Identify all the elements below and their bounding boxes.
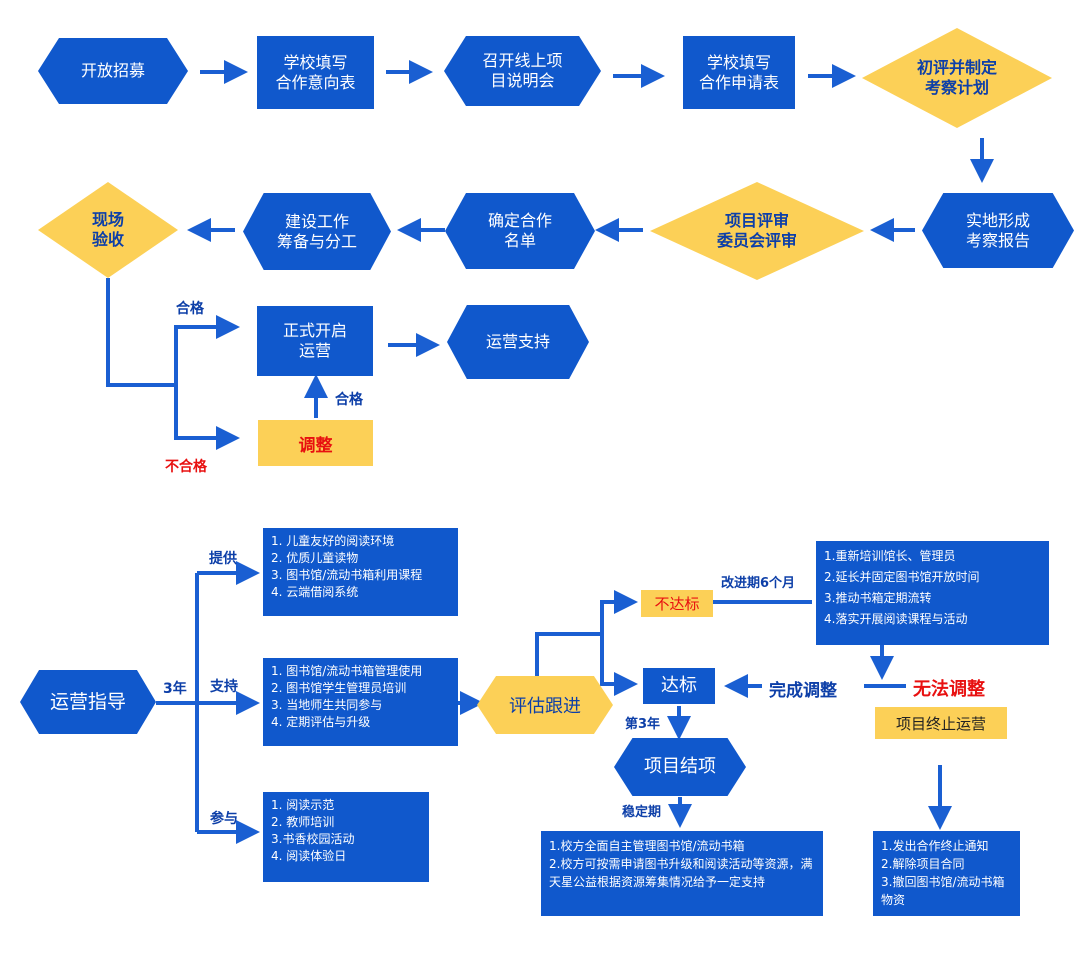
- list-item: 2.校方可按需申请图书升级和阅读活动等资源，满天星公益根据资源筹集情况给予一定支…: [549, 857, 813, 889]
- node-intent-form: 学校填写 合作意向表: [257, 36, 374, 109]
- node-ops-guidance: 运营指导: [20, 670, 156, 734]
- list-item: 1.重新培训馆长、管理员: [824, 549, 956, 563]
- arrow-to-not-met: [600, 590, 638, 634]
- node-confirm-list: 确定合作 名单: [445, 193, 595, 269]
- list-support: 1. 图书馆/流动书箱管理使用 2. 图书馆学生管理员培训 3. 当地师生共同参…: [263, 658, 458, 746]
- connector-inspect-branch: [106, 278, 176, 387]
- node-start-operation: 正式开启 运营: [257, 306, 373, 376]
- label-support: 支持: [210, 679, 238, 695]
- node-met: 达标: [643, 668, 715, 704]
- label-stable-period: 稳定期: [622, 805, 662, 820]
- node-operation-support: 运营支持: [447, 305, 589, 379]
- list-item: 2. 图书馆学生管理员培训: [271, 681, 407, 695]
- list-item: 4. 阅读体验日: [271, 849, 347, 863]
- arrow-pass-to-open: [174, 315, 240, 385]
- list-termination: 1.发出合作终止通知 2.解除项目合同 3.撤回图书馆/流动书箱物资: [873, 831, 1020, 916]
- list-item: 2. 优质儿童读物: [271, 551, 359, 565]
- label-pass-1: 合格: [176, 301, 204, 317]
- node-preparation: 建设工作 筹备与分工: [243, 193, 391, 270]
- node-not-met: 不达标: [641, 590, 713, 617]
- label-pass-2: 合格: [335, 392, 363, 408]
- label-join: 参与: [210, 811, 238, 827]
- list-item: 4.落实开展阅读课程与活动: [824, 612, 968, 626]
- list-item: 1.校方全面自主管理图书馆/流动书箱: [549, 839, 745, 853]
- list-item: 2. 教师培训: [271, 815, 335, 829]
- list-item: 4. 定期评估与升级: [271, 715, 371, 729]
- node-field-report: 实地形成 考察报告: [922, 193, 1074, 268]
- list-item: 3.书香校园活动: [271, 832, 355, 846]
- list-item: 4. 云端借阅系统: [271, 585, 359, 599]
- label-cannot-adjust: 无法调整: [913, 679, 985, 700]
- list-item: 2.延长并固定图书馆开放时间: [824, 570, 980, 584]
- list-item: 1.发出合作终止通知: [881, 839, 989, 853]
- list-provide: 1. 儿童友好的阅读环境 2. 优质儿童读物 3. 图书馆/流动书箱利用课程 4…: [263, 528, 458, 616]
- list-item: 3.推动书箱定期流转: [824, 591, 932, 605]
- arrow-fail-to-adjust: [174, 385, 240, 450]
- node-assess-followup: 评估跟进: [477, 676, 613, 734]
- node-terminate: 项目终止运营: [875, 707, 1007, 739]
- list-item: 3.撤回图书馆/流动书箱物资: [881, 875, 1005, 907]
- label-3-years: 3年: [163, 681, 187, 697]
- list-item: 2.解除项目合同: [881, 857, 965, 871]
- node-adjust: 调整: [258, 420, 373, 466]
- list-item: 1. 儿童友好的阅读环境: [271, 534, 395, 548]
- node-project-closing: 项目结项: [614, 738, 746, 796]
- label-provide: 提供: [209, 551, 237, 567]
- node-application-form: 学校填写 合作申请表: [683, 36, 795, 109]
- arrow-to-met: [600, 634, 638, 696]
- list-item: 3. 当地师生共同参与: [271, 698, 383, 712]
- node-open-recruit: 开放招募: [38, 38, 188, 104]
- connector-assess-branch: [535, 632, 602, 676]
- label-improve-period: 改进期6个月: [721, 576, 796, 591]
- list-stable: 1.校方全面自主管理图书馆/流动书箱 2.校方可按需申请图书升级和阅读活动等资源…: [541, 831, 823, 916]
- list-item: 1. 阅读示范: [271, 798, 335, 812]
- list-join: 1. 阅读示范 2. 教师培训 3.书香校园活动 4. 阅读体验日: [263, 792, 429, 882]
- node-online-briefing: 召开线上项 目说明会: [444, 36, 601, 106]
- label-done-adjust: 完成调整: [769, 681, 837, 701]
- list-item: 1. 图书馆/流动书箱管理使用: [271, 664, 423, 678]
- list-item: 3. 图书馆/流动书箱利用课程: [271, 568, 423, 582]
- list-improvements: 1.重新培训馆长、管理员 2.延长并固定图书馆开放时间 3.推动书箱定期流转 4…: [816, 541, 1049, 645]
- label-year-3: 第3年: [625, 717, 661, 732]
- label-fail: 不合格: [165, 459, 207, 475]
